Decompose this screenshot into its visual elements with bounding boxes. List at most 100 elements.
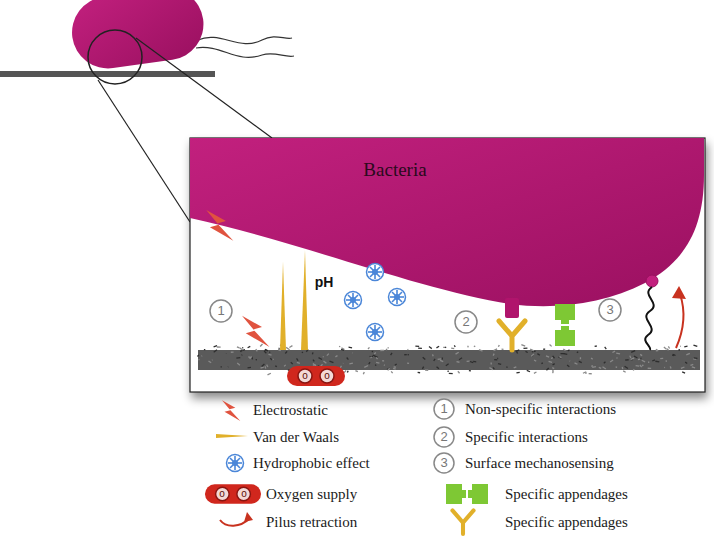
surface-texture — [456, 352, 459, 354]
surface-texture — [256, 349, 257, 351]
surface-texture — [493, 354, 494, 356]
surface-texture — [561, 353, 565, 354]
surface-texture — [349, 347, 353, 349]
surface-texture — [664, 347, 667, 349]
callout-number: 1 — [217, 304, 224, 318]
callout-number: 3 — [606, 303, 613, 317]
surface-texture — [382, 360, 384, 361]
surface-texture — [625, 359, 626, 360]
surface-texture — [664, 367, 666, 368]
surface-texture — [250, 357, 252, 359]
surface-texture — [604, 362, 606, 364]
surface-texture — [217, 346, 221, 347]
surface-texture — [516, 350, 520, 351]
surface-texture — [237, 363, 240, 365]
retraction-arrow — [676, 294, 683, 348]
surface-texture — [335, 356, 337, 357]
surface-texture — [264, 366, 266, 368]
specific-appendage — [499, 321, 525, 350]
surface-texture — [388, 368, 390, 370]
surface-texture — [577, 352, 578, 353]
surface-texture — [605, 347, 607, 349]
surface-texture — [391, 353, 393, 355]
surface-texture — [436, 346, 439, 348]
surface-texture — [616, 366, 617, 368]
surface-texture — [268, 354, 271, 356]
surface-texture — [579, 361, 582, 362]
hydrophobic-symbol — [367, 324, 384, 341]
legend-oxygen — [205, 484, 261, 503]
surface-texture — [291, 362, 293, 364]
surface-texture — [275, 365, 277, 367]
surface-texture — [446, 364, 449, 366]
specific-appendage — [555, 304, 575, 346]
surface-texture — [197, 355, 198, 357]
hydrophobic-symbol — [345, 292, 362, 309]
surface-texture — [380, 350, 384, 351]
surface-texture — [339, 346, 341, 347]
surface-texture — [474, 345, 475, 347]
surface-texture — [497, 358, 499, 359]
legend-hydrophobic — [227, 455, 244, 472]
surface-texture — [269, 352, 270, 353]
surface-texture — [211, 359, 213, 361]
electrostatic-symbol — [206, 210, 233, 241]
hydrophobic-symbol — [389, 289, 406, 306]
surface-texture — [227, 366, 229, 368]
surface-texture — [443, 347, 445, 348]
surface-texture — [543, 349, 545, 350]
surface-texture — [456, 361, 459, 363]
surface-texture — [451, 348, 454, 350]
surface-texture — [467, 361, 470, 362]
surface-texture — [553, 356, 555, 358]
callout-circle — [599, 299, 621, 321]
surface-texture — [680, 346, 682, 348]
surface-texture — [347, 358, 349, 360]
legend-y-appendage — [452, 510, 473, 534]
surface-texture — [642, 365, 643, 366]
legend-text: Specific appendages — [505, 514, 628, 531]
surface-texture — [667, 349, 669, 350]
surface-texture — [204, 349, 205, 350]
oxygen-symbol — [287, 366, 345, 386]
surface-texture — [372, 351, 373, 352]
surface-texture — [329, 361, 333, 362]
zoom-circle — [88, 30, 142, 84]
surface-texture — [636, 365, 640, 367]
surface-texture — [599, 367, 601, 369]
surface-texture — [642, 360, 645, 362]
surface-texture — [694, 357, 698, 359]
surface-texture — [640, 354, 642, 355]
surface-texture — [301, 352, 303, 353]
legend-text: Specific appendages — [505, 486, 628, 503]
surface-texture — [692, 366, 695, 368]
surface-texture — [214, 346, 217, 347]
surface-texture — [551, 357, 553, 359]
callout-circle — [210, 300, 232, 322]
surface-texture — [549, 361, 552, 362]
surface-texture — [260, 344, 262, 346]
surface-texture — [553, 364, 555, 365]
surface-texture — [648, 368, 651, 369]
electrostatic-symbol — [242, 316, 270, 347]
surface-texture — [323, 361, 326, 363]
surface-texture — [656, 349, 658, 351]
surface-texture — [237, 346, 240, 348]
surface-texture — [422, 367, 423, 369]
surface-texture — [506, 366, 507, 368]
surface-texture — [634, 356, 637, 358]
surface-texture — [546, 368, 548, 370]
zoom-panel — [190, 138, 705, 392]
legend-electrostatic — [222, 400, 240, 421]
surface-texture — [327, 354, 329, 356]
legend-text: Specific interactions — [465, 429, 588, 446]
surface-texture — [479, 350, 483, 351]
surface-texture — [374, 356, 378, 358]
surface-texture — [534, 372, 537, 373]
surface-texture — [226, 353, 227, 354]
surface-texture — [313, 364, 316, 366]
surface-texture — [297, 362, 300, 364]
surface-texture — [407, 363, 409, 365]
surface-texture — [693, 345, 697, 346]
surface-texture — [434, 359, 435, 361]
